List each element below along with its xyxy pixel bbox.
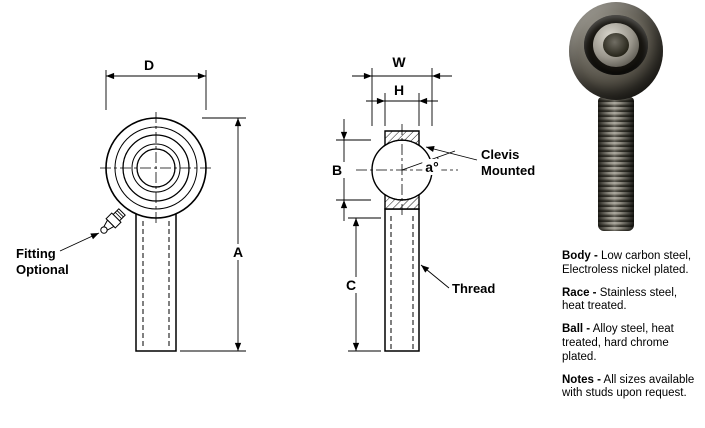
dim-label-d: D [140, 57, 158, 73]
spec-ball-label: Ball - [562, 323, 591, 336]
fitting-leader [59, 232, 100, 252]
dim-label-angle: a° [422, 159, 442, 175]
photo-ball-bore [603, 33, 629, 58]
spec-notes-text: All sizes available with studs upon requ… [562, 373, 695, 400]
dim-label-c: C [342, 277, 360, 293]
fitting-optional-note: Fitting Optional [16, 246, 69, 277]
spec-notes: Notes - All sizes available with studs u… [562, 374, 702, 402]
side-view [336, 68, 478, 352]
spec-ball-text: Alloy steel, heat treated, hard chrome p… [562, 323, 674, 363]
dim-label-a: A [229, 244, 247, 260]
photo-bore [584, 15, 648, 76]
dim-label-w: W [389, 54, 409, 70]
spec-race-label: Race - [562, 286, 597, 299]
side-shank [384, 208, 420, 352]
spec-notes-label: Notes - [562, 373, 601, 386]
dim-label-h: H [390, 82, 408, 98]
photo-threaded-shank [598, 97, 634, 231]
spec-body-text: Low carbon steel, Electroless nickel pla… [562, 250, 692, 276]
spec-body-label: Body - [562, 250, 598, 262]
thread-leader [420, 264, 450, 289]
spec-body: Body - Low carbon steel, Electroless nic… [562, 250, 702, 278]
dim-label-b: B [328, 162, 346, 178]
grease-fitting [100, 208, 126, 234]
photo-head [569, 2, 663, 100]
front-shank [135, 213, 177, 352]
front-view [59, 70, 246, 352]
photo-ball [593, 23, 639, 68]
clevis-mounted-note: Clevis Mounted [481, 147, 536, 178]
clevis-leader [425, 145, 478, 161]
spec-race-text: Stainless steel, heat treated. [562, 286, 678, 313]
spec-race: Race - Stainless steel, heat treated. [562, 287, 702, 315]
product-photo [560, 2, 672, 240]
race-section-bottom [384, 193, 420, 210]
technical-drawing [59, 68, 478, 352]
thread-note: Thread [452, 281, 496, 296]
spec-ball: Ball - Alloy steel, heat treated, hard c… [562, 323, 702, 364]
material-specs: Body - Low carbon steel, Electroless nic… [562, 250, 702, 410]
